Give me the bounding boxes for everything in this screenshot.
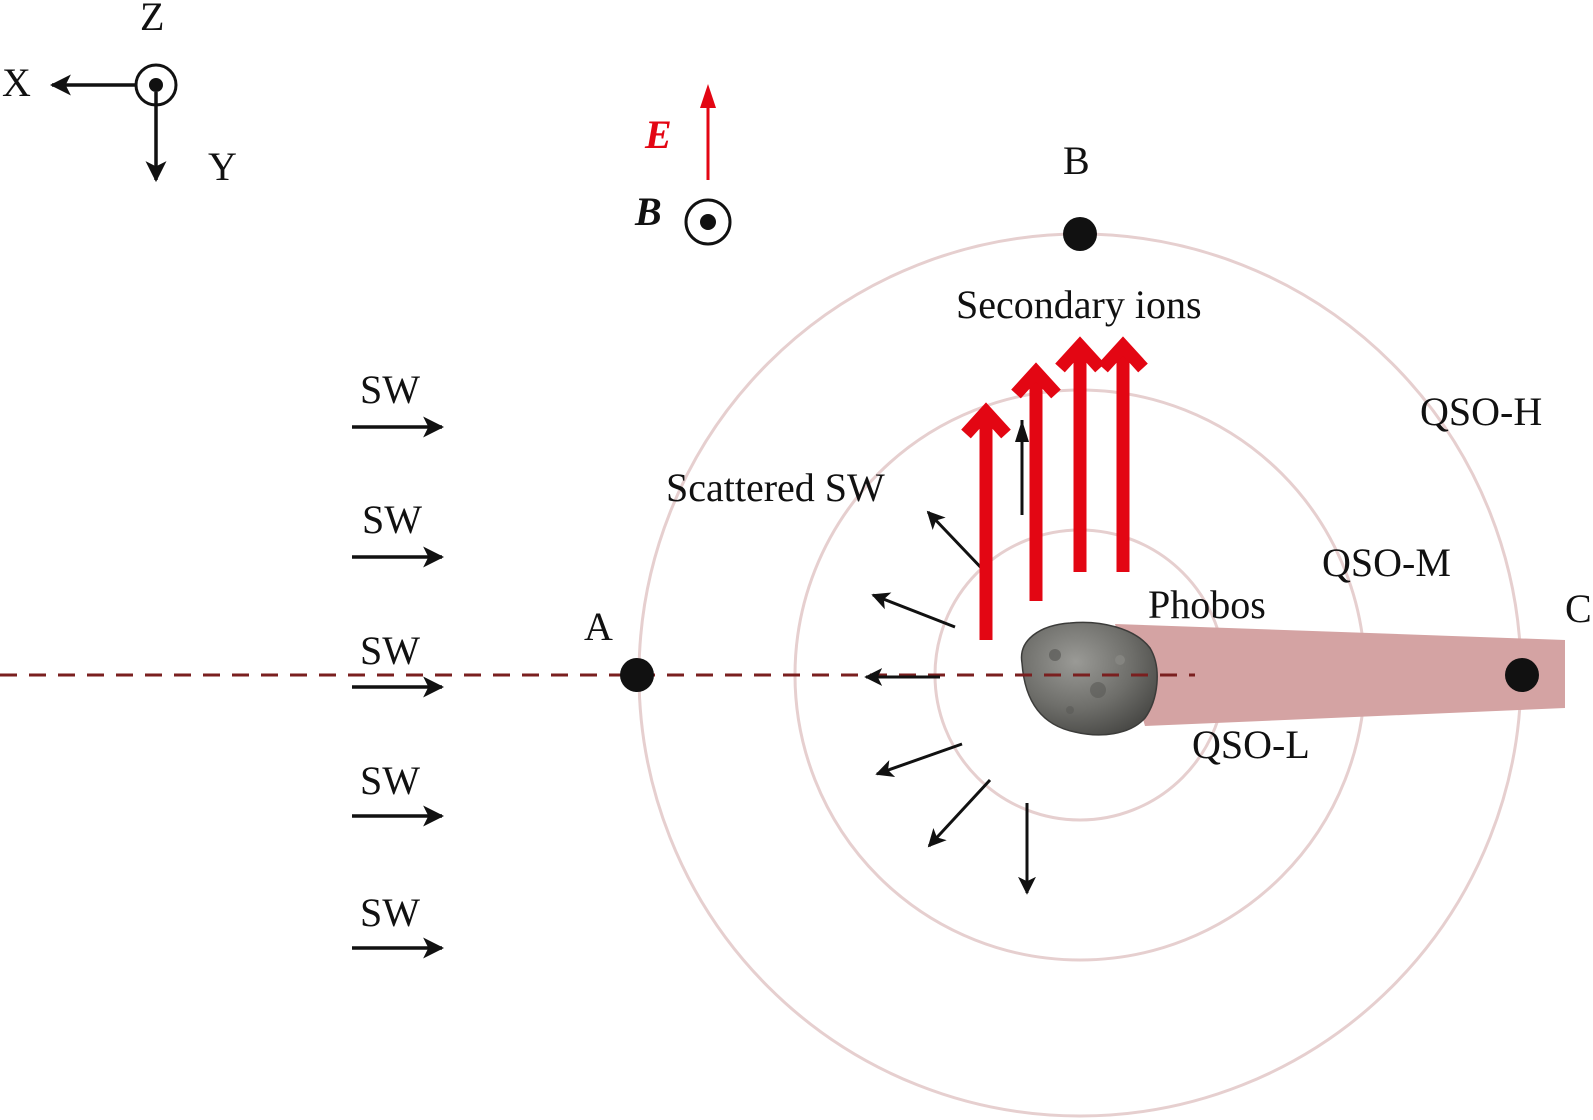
qso-l-label: QSO-L	[1192, 722, 1310, 767]
secondary-ion-arrow	[1011, 362, 1061, 601]
secondary-ions-label: Secondary ions	[956, 282, 1202, 327]
solar-wind-arrows: SW SW SW SW SW	[352, 367, 445, 959]
point-a-label: A	[584, 604, 613, 649]
field-indicators: E B	[634, 84, 732, 246]
b-field-label: B	[634, 189, 662, 234]
sw-label: SW	[360, 628, 420, 673]
x-axis-label: X	[2, 60, 31, 105]
phobos-label: Phobos	[1148, 582, 1266, 627]
qso-m-label: QSO-M	[1322, 540, 1451, 585]
point-c-marker	[1505, 658, 1539, 692]
scattered-sw-label: Scattered SW	[666, 465, 885, 510]
phobos-icon	[1020, 621, 1158, 736]
coordinate-axes: Z X Y	[2, 0, 237, 189]
point-c-label: C	[1565, 586, 1592, 631]
scattered-sw-arrow	[875, 742, 963, 778]
scattered-sw-arrow	[927, 778, 992, 848]
point-b-label: B	[1063, 138, 1090, 183]
y-axis-label: Y	[208, 144, 237, 189]
scattered-sw-arrow	[926, 510, 990, 577]
point-b-marker	[1063, 217, 1097, 251]
scattered-sw-arrow	[871, 592, 956, 629]
sw-label: SW	[360, 758, 420, 803]
sw-label: SW	[360, 890, 420, 935]
scattered-sw-arrows	[864, 420, 1036, 895]
phobos-shadow-region	[1115, 624, 1565, 726]
secondary-ion-arrow	[961, 402, 1011, 640]
secondary-ion-arrows	[961, 336, 1148, 640]
out-of-plane-icon	[684, 198, 732, 246]
z-axis-label: Z	[140, 0, 164, 39]
sw-label: SW	[360, 367, 420, 412]
secondary-ion-arrow	[1055, 336, 1105, 572]
point-a-marker	[620, 658, 654, 692]
sw-label: SW	[362, 497, 422, 542]
qso-h-label: QSO-H	[1420, 389, 1542, 434]
e-field-label: E	[644, 112, 672, 157]
secondary-ion-arrow	[1098, 336, 1148, 572]
